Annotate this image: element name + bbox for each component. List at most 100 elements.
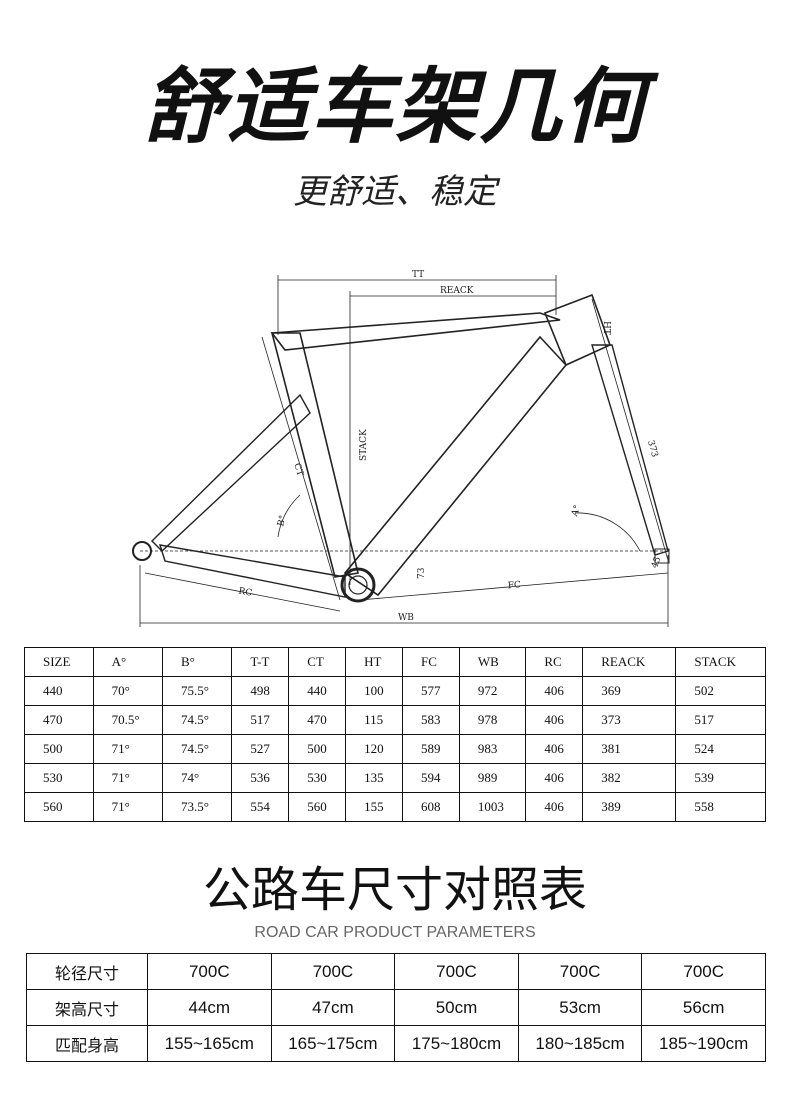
table-row: 匹配身高 155~165cm 165~175cm 175~180cm 180~1… [26,1025,766,1062]
table-row: 440 70° 75.5° 498 440 100 577 972 406 36… [24,676,766,706]
bottom-bracket [340,567,376,603]
table-cell: 500 [24,734,94,764]
label-wb: WB [398,613,414,623]
table-cell: 155 [345,792,403,822]
road-section-subtitle: ROAD CAR PRODUCT PARAMETERS [254,924,536,941]
table-cell: 74° [161,763,233,793]
table-cell: 700C [517,953,643,990]
fork [591,344,669,556]
header-cell: WB [458,647,527,677]
table-cell: 700C [641,953,766,990]
header-cell: FC [402,647,460,677]
chain-stay [158,544,346,598]
head-tube [543,293,612,367]
table-cell: 70° [92,676,164,706]
table-cell: 972 [458,676,527,706]
road-size-table: 轮径尺寸 700C 700C 700C 700C 700C 架高尺寸 44cm … [26,953,766,1062]
table-row: 530 71° 74° 536 530 135 594 989 406 382 … [24,763,766,793]
label-rake: 45 [650,555,663,569]
label-fc: FC [507,580,521,591]
table-cell: 185~190cm [641,1025,766,1062]
header-cell: HT [345,647,403,677]
table-cell: 983 [458,734,527,764]
table-cell: 71° [92,792,164,822]
table-cell: 978 [458,705,527,735]
label-a-angle: A° [570,504,584,519]
table-cell: 700C [147,953,272,990]
table-cell: 406 [525,676,584,706]
angle-b-arc [277,494,301,538]
table-cell: 406 [525,763,584,793]
angle-a-arc [574,512,641,552]
table-cell: 180~185cm [517,1025,643,1062]
geometry-table: SIZE A° B° T-T CT HT FC WB RC REACK STAC… [24,647,766,822]
label-reack: REACK [440,286,474,296]
frame-drawing: TT REACK HT STACK CT B° A° 373 73 45 RC … [132,270,670,627]
label-ht: HT [601,321,611,335]
table-cell: 406 [525,792,584,822]
table-cell: 530 [24,763,94,793]
table-cell: 175~180cm [394,1025,519,1062]
table-cell: 989 [458,763,527,793]
table-cell: 498 [231,676,290,706]
page-title: 舒适车架几何 [143,60,647,155]
header-cell: A° [92,647,164,677]
table-cell: 440 [24,676,94,706]
table-cell: 56cm [641,989,766,1026]
table-cell: 73.5° [161,792,233,822]
geometry-table-header: SIZE A° B° T-T CT HT FC WB RC REACK STAC… [24,647,766,677]
table-cell: 536 [231,763,290,793]
page-subtitle: 更舒适、稳定 [293,172,497,212]
table-cell: 530 [288,763,347,793]
label-rc: RC [238,586,253,598]
table-cell: 369 [582,676,677,706]
table-cell: 44cm [147,989,272,1026]
table-row: 470 70.5° 74.5° 517 470 115 583 978 406 … [24,705,766,735]
label-bb-drop: 73 [417,567,427,579]
table-cell: 470 [24,705,94,735]
frame-geometry-diagram: TT REACK HT STACK CT B° A° 373 73 45 RC … [0,255,790,635]
fork-dimension-line [591,298,669,561]
table-cell: 517 [231,705,290,735]
fork-tip [654,548,670,564]
header-cell: SIZE [24,647,94,677]
table-cell: 389 [582,792,677,822]
table-cell: 527 [231,734,290,764]
row-label: 架高尺寸 [26,989,148,1026]
table-row: 架高尺寸 44cm 47cm 50cm 53cm 56cm [26,989,766,1026]
table-cell: 100 [345,676,403,706]
ct-dimension-line [261,336,341,601]
table-cell: 71° [92,734,164,764]
table-cell: 554 [231,792,290,822]
table-cell: 135 [345,763,403,793]
label-stack: STACK [359,429,369,461]
table-cell: 406 [525,734,584,764]
table-cell: 120 [345,734,403,764]
header-cell: RC [525,647,584,677]
table-cell: 115 [345,705,403,735]
rear-dropout [132,541,152,561]
table-row: 500 71° 74.5° 527 500 120 589 983 406 38… [24,734,766,764]
label-fork-length: 373 [645,439,659,459]
table-cell: 53cm [517,989,643,1026]
table-cell: 583 [402,705,460,735]
table-cell: 470 [288,705,347,735]
table-cell: 440 [288,676,347,706]
table-cell: 70.5° [92,705,164,735]
table-row: 560 71° 73.5° 554 560 155 608 1003 406 3… [24,792,766,822]
table-cell: 75.5° [161,676,233,706]
table-cell: 558 [675,792,766,822]
table-cell: 577 [402,676,460,706]
table-row: 轮径尺寸 700C 700C 700C 700C 700C [26,953,766,990]
header-cell: REACK [582,647,677,677]
header-cell: CT [288,647,347,677]
table-cell: 517 [675,705,766,735]
table-cell: 500 [288,734,347,764]
table-cell: 608 [402,792,460,822]
table-cell: 1003 [458,792,527,822]
header-cell: T-T [231,647,290,677]
table-cell: 50cm [394,989,519,1026]
header-cell: STACK [675,647,766,677]
header-cell: B° [161,647,233,677]
table-cell: 502 [675,676,766,706]
